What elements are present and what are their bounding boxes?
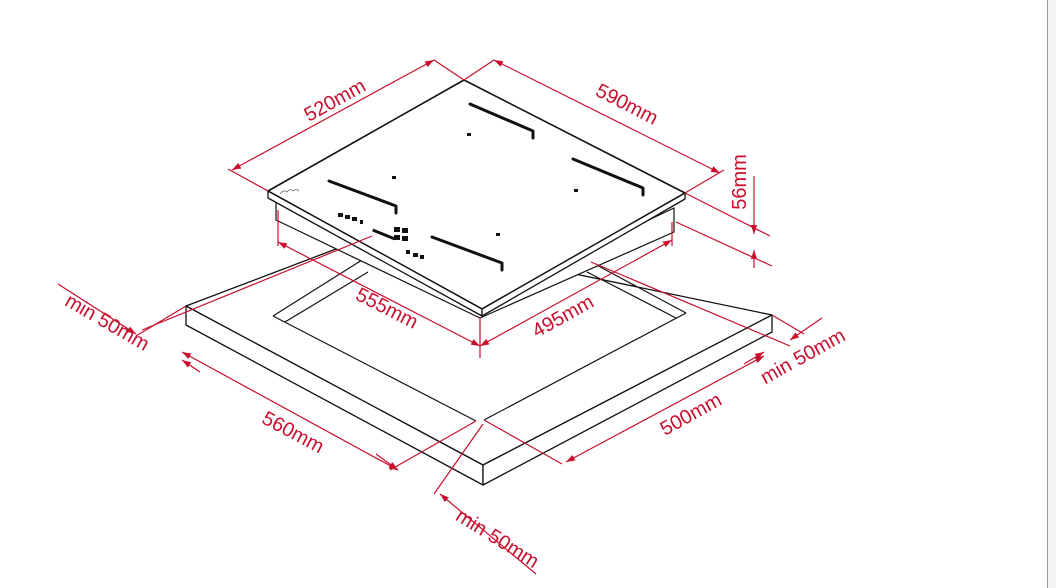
brand-logo-mark (279, 189, 300, 195)
ext-line (135, 305, 187, 337)
dimension-lines (57, 59, 823, 575)
control-display (402, 236, 408, 241)
label-clearance-right: min 50mm (757, 325, 849, 390)
ext-line (675, 221, 773, 267)
dim-line-clearance-right-inner (743, 351, 765, 365)
dim-line-clearance-left-inner (181, 359, 201, 373)
zone-dot (496, 233, 500, 236)
control-icon (352, 217, 357, 221)
dim-line-clearance-left (57, 283, 137, 335)
ext-line (463, 59, 495, 81)
dim-line-counter-width (181, 351, 399, 471)
label-clearance-left: min 50mm (61, 290, 153, 356)
control-slider (372, 228, 396, 241)
zone-dot (574, 189, 578, 192)
label-hob-width: 590mm (592, 80, 661, 130)
control-icon (338, 213, 343, 217)
ext-line (684, 192, 771, 237)
control-display (394, 227, 400, 232)
control-display (394, 235, 400, 240)
control-display (402, 228, 408, 233)
dim-line-hob-width (493, 59, 721, 174)
window-right-border (1047, 0, 1056, 588)
ext-line (141, 235, 373, 331)
label-clearance-front: min 50mm (452, 505, 543, 573)
ext-line (684, 169, 725, 194)
zone-center-dots (392, 133, 578, 236)
dim-line-clearance-front-inner (375, 453, 399, 471)
zone-marking-left (327, 179, 398, 215)
control-icon (420, 255, 424, 259)
control-icon (345, 215, 350, 219)
zone-dot (467, 133, 471, 136)
dim-line-counter-depth (565, 355, 765, 463)
control-icon (413, 253, 418, 257)
dim-line-cutout-width (277, 241, 481, 347)
ext-line (433, 59, 465, 81)
control-icon (406, 250, 410, 254)
label-hob-height: 56mm (729, 154, 751, 210)
dim-line-clearance-front (439, 493, 537, 575)
label-counter-width: 560mm (258, 407, 327, 458)
ext-line (227, 168, 269, 192)
dim-line-hob-depth (231, 59, 435, 171)
label-counter-depth: 500mm (657, 389, 726, 441)
control-icon (360, 220, 363, 224)
ext-line (433, 423, 484, 495)
ext-line (389, 420, 477, 471)
ext-line (590, 261, 791, 347)
dim-line-cutout-depth (479, 239, 673, 347)
zone-dot (392, 176, 396, 179)
dim-line-clearance-right (789, 317, 823, 341)
ext-line (483, 419, 563, 465)
ext-line (771, 314, 805, 335)
